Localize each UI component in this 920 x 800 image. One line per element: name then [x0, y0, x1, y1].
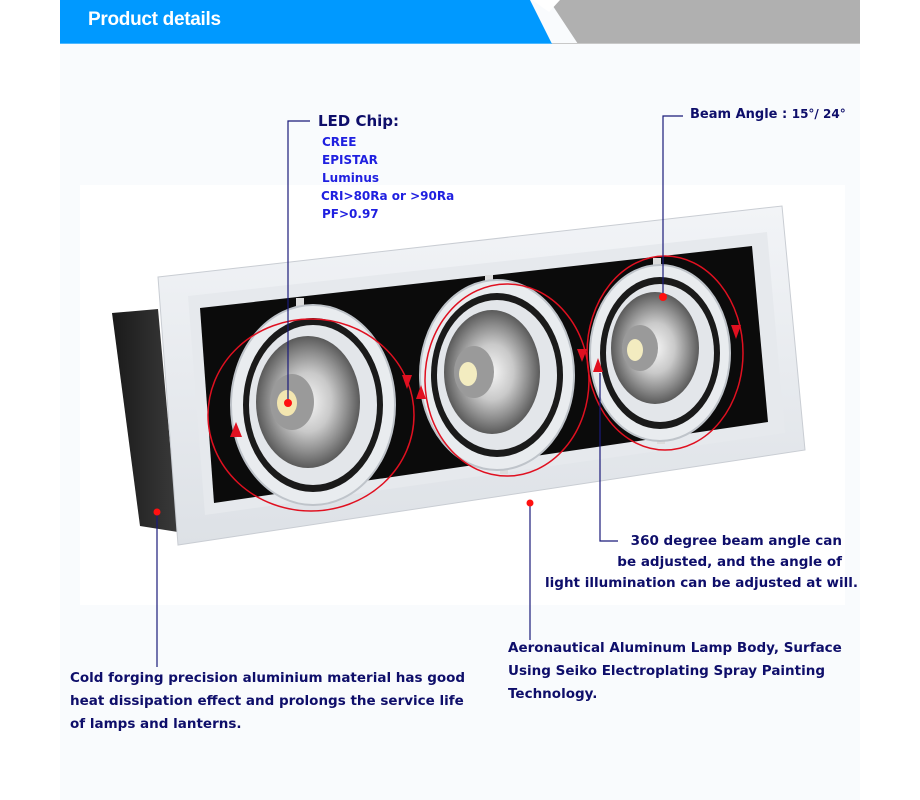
adjustable-callout: 360 degree beam angle can be adjusted, a… [545, 533, 858, 591]
header-band: Product details [60, 0, 860, 44]
material-callout: Cold forging precision aluminium materia… [70, 670, 466, 732]
led-chip-item: CRI>80Ra or >90Ra [321, 189, 455, 203]
housing-side [112, 309, 178, 532]
rotation-arrows [207, 255, 744, 512]
beam-angle-callout: Beam Angle : 15°/ 24° [690, 107, 846, 122]
beam-angle-label: Beam Angle : [690, 107, 788, 122]
led-chip-list: CREE EPISTAR Luminus CRI>80Ra or >90Ra P… [321, 133, 455, 223]
led-chip-item: EPISTAR [322, 153, 378, 167]
lamp-module-2 [419, 275, 575, 474]
arrow-heads [230, 325, 741, 437]
lamp-body-callout: Aeronautical Aluminum Lamp Body, Surface… [508, 640, 842, 702]
led-chip-item: PF>0.97 [322, 207, 379, 221]
led-chip-item: Luminus [322, 171, 380, 185]
led-chip-title: LED Chip: [318, 112, 400, 130]
lamp-module-3 [589, 258, 731, 444]
page-title: Product details [88, 9, 221, 30]
beam-angle-value: 15°/ 24° [791, 107, 846, 121]
header-background [60, 0, 860, 44]
led-chip-item: CREE [322, 135, 357, 149]
